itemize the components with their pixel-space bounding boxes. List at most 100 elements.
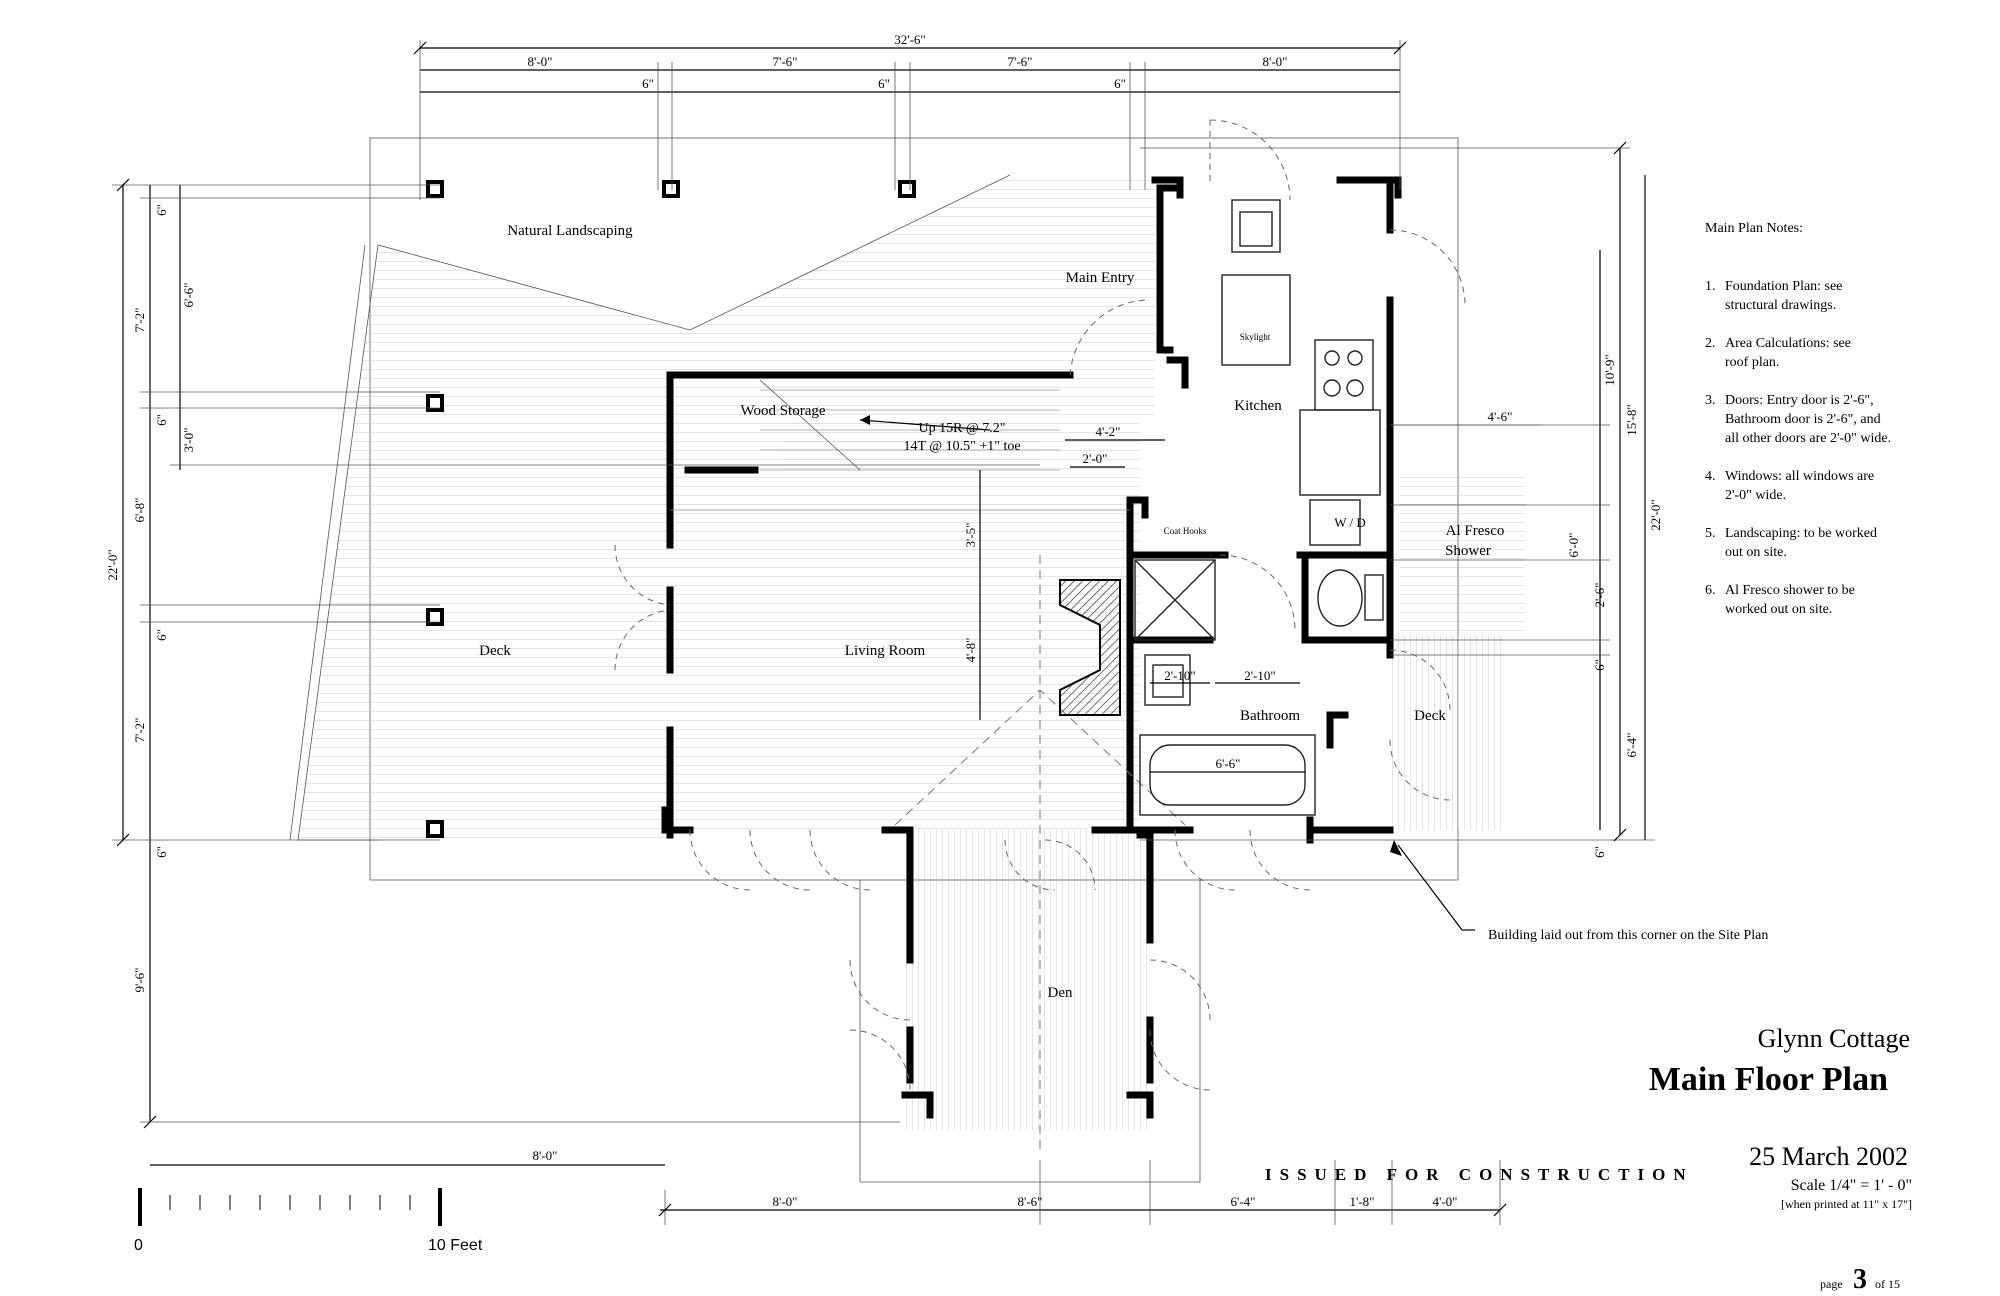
- note-4-line-2: 2'-0" wide.: [1725, 488, 1786, 503]
- notes-heading: Main Plan Notes:: [1705, 221, 1803, 236]
- dim-top-overall: 32'-6": [894, 32, 925, 47]
- label-den: Den: [1048, 985, 1073, 1001]
- dim-bottom-8a: 8'-0": [773, 1194, 798, 1209]
- fixtures: [759, 199, 1384, 816]
- label-al-fresco: Al Fresco: [1446, 523, 1505, 539]
- dim-int-210b: 2'-10": [1244, 668, 1275, 683]
- dim-int-20: 2'-0": [1083, 451, 1108, 466]
- dim-left-30: 3'-0": [181, 428, 196, 453]
- dim-left-6a: 6": [154, 204, 169, 216]
- stair-note-2: 14T @ 10.5" +1" toe: [903, 439, 1020, 454]
- corner-annotation: Building laid out from this corner on th…: [1488, 928, 1768, 943]
- dim-right-158: 15'-8": [1624, 404, 1639, 435]
- scale-label: Scale 1/4" = 1' - 0": [1791, 1177, 1912, 1194]
- label-deck-west: Deck: [479, 643, 511, 659]
- note-1-line-2: structural drawings.: [1725, 298, 1836, 313]
- label-main-entry: Main Entry: [1066, 270, 1135, 286]
- label-wood-storage: Wood Storage: [740, 403, 825, 419]
- deck-hatching: [289, 174, 1525, 1130]
- door-swings: [614, 119, 1466, 1091]
- dim-right-26: 2'-6": [1592, 583, 1607, 608]
- label-coat-hooks: Coat Hooks: [1164, 526, 1207, 536]
- dim-bottom-40: 4'-0": [1433, 1194, 1458, 1209]
- print-note: [when printed at 11" x 17"]: [1781, 1197, 1912, 1211]
- dim-left-6c: 6": [154, 629, 169, 641]
- note-3-line-1: Doors: Entry door is 2'-6",: [1725, 393, 1874, 408]
- dim-top-6b: 6": [878, 76, 890, 91]
- note-5-line-2: out on site.: [1725, 545, 1787, 560]
- scale-start-label: 0: [134, 1237, 143, 1254]
- note-1-num: 1.: [1705, 279, 1716, 294]
- dim-bottom-64: 6'-4": [1231, 1194, 1256, 1209]
- dim-right-6a: 6": [1592, 659, 1607, 671]
- note-4-line-1: Windows: all windows are: [1725, 469, 1874, 484]
- note-2-num: 2.: [1705, 336, 1716, 351]
- label-kitchen: Kitchen: [1234, 398, 1282, 414]
- label-living-room: Living Room: [845, 643, 926, 659]
- dim-int-48: 4'-8": [963, 638, 978, 663]
- dim-top-6c: 6": [1114, 76, 1126, 91]
- dim-left-68: 6'-8": [132, 498, 147, 523]
- dim-bottom-86: 8'-6": [1018, 1194, 1043, 1209]
- dim-den-8: 8'-0": [533, 1148, 558, 1163]
- dim-left-6b: 6": [154, 414, 169, 426]
- dim-right-60: 6'-0": [1566, 533, 1581, 558]
- dim-right-109: 10'-9": [1602, 354, 1617, 385]
- plan-notes: Main Plan Notes: 1. Foundation Plan: see…: [1705, 221, 1891, 617]
- note-6-line-2: worked out on site.: [1725, 602, 1832, 617]
- label-wd: W / D: [1334, 515, 1366, 530]
- title-block: Glynn Cottage Main Floor Plan 25 March 2…: [1265, 1024, 1912, 1295]
- issue-date: 25 March 2002: [1749, 1142, 1908, 1171]
- note-4-num: 4.: [1705, 469, 1716, 484]
- label-shower: Shower: [1445, 543, 1491, 559]
- dimension-lines: [112, 40, 1655, 1225]
- deck-posts: [426, 180, 916, 838]
- dim-right-64: 6'-4": [1624, 733, 1639, 758]
- dim-right-6b: 6": [1592, 846, 1607, 858]
- label-natural-landscaping: Natural Landscaping: [507, 223, 633, 239]
- note-2-line-1: Area Calculations: see: [1725, 336, 1851, 351]
- dim-left-72b: 7'-2": [132, 718, 147, 743]
- stair-note-1: Up 15R @ 7.2": [918, 421, 1005, 436]
- note-6-num: 6.: [1705, 583, 1716, 598]
- note-3-line-2: Bathroom door is 2'-6", and: [1725, 412, 1881, 427]
- dim-top-6a: 6": [642, 76, 654, 91]
- dim-left-95: 9'-6": [132, 968, 147, 993]
- note-2-line-2: roof plan.: [1725, 355, 1779, 370]
- dim-int-46: 4'-6": [1488, 409, 1513, 424]
- note-3-num: 3.: [1705, 393, 1716, 408]
- scale-bar: 0 10 Feet: [134, 1188, 483, 1254]
- label-deck-east: Deck: [1414, 708, 1446, 724]
- note-5-num: 5.: [1705, 526, 1716, 541]
- status-stamp: ISSUED FOR CONSTRUCTION: [1265, 1165, 1694, 1184]
- label-bathroom: Bathroom: [1240, 708, 1300, 724]
- dim-right-overall: 22'-0": [1648, 499, 1663, 530]
- walls: [661, 176, 1402, 1119]
- dim-top-8a: 8'-0": [528, 54, 553, 69]
- dim-top-76b: 7'-6": [1008, 54, 1033, 69]
- dim-left-6d: 6": [154, 846, 169, 858]
- dim-top-76a: 7'-6": [773, 54, 798, 69]
- page-prefix: page: [1820, 1277, 1843, 1291]
- drawing-title: Main Floor Plan: [1649, 1061, 1888, 1098]
- note-5-line-1: Landscaping: to be worked: [1725, 526, 1877, 541]
- dim-left-66: 6'-6": [181, 283, 196, 308]
- dimension-labels: 32'-6" 8'-0" 7'-6" 7'-6" 8'-0" 6" 6" 6" …: [105, 32, 1663, 1209]
- scale-end-label: 10 Feet: [428, 1237, 483, 1254]
- note-6-line-1: Al Fresco shower to be: [1725, 583, 1855, 598]
- note-1-line-1: Foundation Plan: see: [1725, 279, 1842, 294]
- project-name: Glynn Cottage: [1758, 1024, 1910, 1053]
- dim-bottom-18: 1'-8": [1350, 1194, 1375, 1209]
- dim-top-8b: 8'-0": [1263, 54, 1288, 69]
- roof-lines: [670, 509, 1186, 1150]
- dim-int-210a: 2'-10": [1164, 668, 1195, 683]
- label-skylight: Skylight: [1240, 332, 1271, 342]
- dim-int-42: 4'-2": [1096, 424, 1121, 439]
- note-3-line-3: all other doors are 2'-0" wide.: [1725, 431, 1891, 446]
- page-of: of 15: [1875, 1277, 1900, 1291]
- dim-left-72a: 7'-2": [132, 308, 147, 333]
- room-labels: Natural Landscaping Main Entry Wood Stor…: [479, 223, 1768, 1001]
- dim-int-35: 3'-5": [963, 523, 978, 548]
- page-number: 3: [1853, 1264, 1867, 1295]
